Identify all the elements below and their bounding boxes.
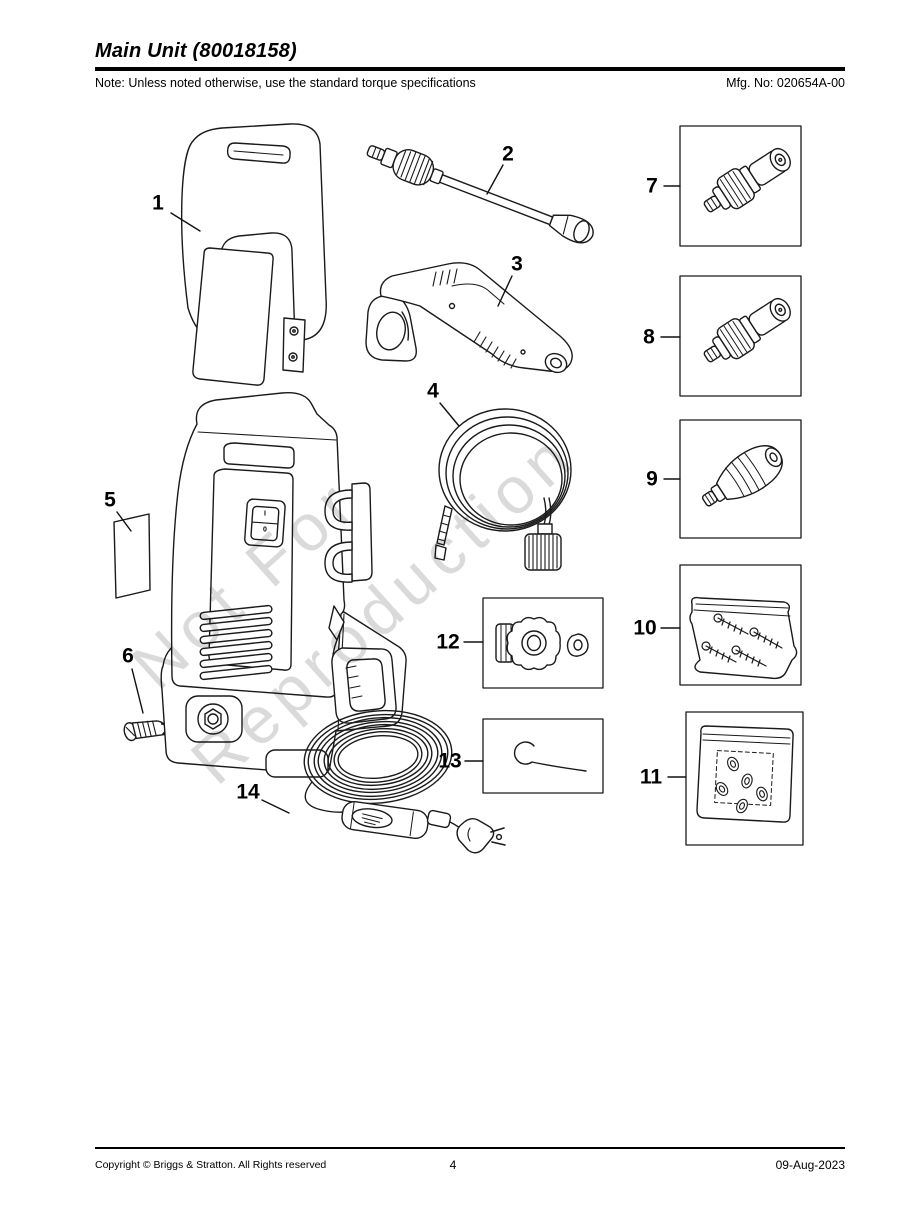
part-13-cleaning-tool: [513, 741, 587, 772]
callout-1: 1: [152, 191, 164, 215]
callout-3: 3: [511, 252, 523, 276]
switch-on-mark: I: [264, 510, 266, 518]
part-14-power-cord-gfci: [303, 709, 506, 854]
part-9-turbo-nozzle: [701, 445, 783, 507]
callout-leader-lines: [116, 164, 687, 814]
part-10-screw-kit-bag: [689, 596, 798, 680]
part-2-spray-lance: [366, 145, 594, 244]
callout-8: 8: [643, 325, 655, 349]
part-4-high-pressure-hose: [434, 408, 572, 571]
callout-11: 11: [639, 765, 663, 789]
callout-9: 9: [646, 467, 658, 491]
part-5-label: [113, 513, 151, 599]
callout-4: 4: [427, 379, 439, 403]
page-title: Main Unit (80018158): [95, 40, 297, 62]
callout-2: 2: [502, 142, 514, 166]
part-12-hose-coupling: [495, 616, 589, 671]
mfg-number: Mfg. No: 020654A-00: [726, 76, 845, 90]
callout-14: 14: [236, 780, 260, 804]
header-note-row: Note: Unless noted otherwise, use the st…: [95, 76, 845, 90]
footer-page-number: 4: [449, 1158, 457, 1172]
part-11-seal-kit-bag: [696, 725, 794, 823]
switch-off-mark: 0: [263, 526, 267, 534]
part-boxes: [482, 125, 804, 846]
callout-6: 6: [122, 644, 134, 668]
callout-5: 5: [104, 488, 116, 512]
callout-10: 10: [633, 616, 657, 640]
callout-12: 12: [436, 630, 460, 654]
footer-rule: [95, 1147, 845, 1149]
footer-date: 09-Aug-2023: [775, 1158, 845, 1172]
title-rule: [95, 67, 845, 71]
footer-copyright: Copyright © Briggs & Stratton. All Right…: [95, 1159, 327, 1171]
part-1-handle-assembly: [180, 123, 327, 386]
part-3-spray-gun: [365, 262, 573, 374]
part-7-quick-connect-nozzle: [703, 147, 791, 213]
part-8-quick-connect-nozzle: [695, 289, 799, 374]
callout-7: 7: [646, 174, 658, 198]
torque-note: Note: Unless noted otherwise, use the st…: [95, 76, 476, 90]
callout-13: 13: [438, 749, 462, 773]
main-unit-body: [160, 392, 407, 778]
